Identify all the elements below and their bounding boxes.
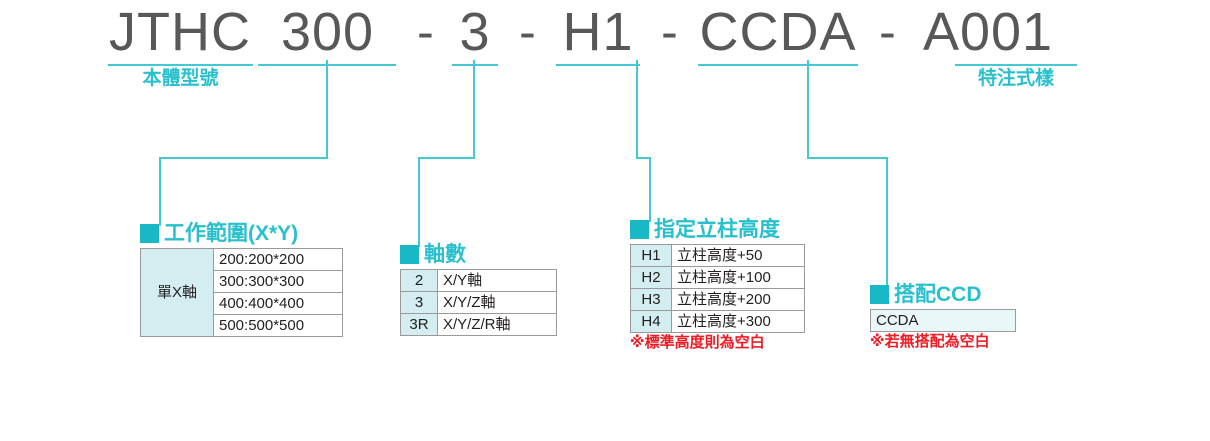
table-work-range: 單X軸 200:200*200 300:300*300 400:400*400 … xyxy=(140,248,343,337)
segment-ccd: CCDA xyxy=(699,2,857,62)
rule-ccd xyxy=(698,64,858,66)
group-column-height: 指定立柱高度 H1 立柱高度+50 H2 立柱高度+100 H3 立柱高度+20… xyxy=(630,218,805,352)
group-ccd-note: ※若無搭配為空白 xyxy=(870,333,990,350)
cell-value: X/Y軸 xyxy=(437,269,557,292)
rule-body-model xyxy=(108,64,253,66)
table-row: 400:400*400 xyxy=(141,292,343,315)
group-ccd-header: 搭配CCD xyxy=(870,283,1016,306)
segment-column-height: H1 xyxy=(562,2,634,62)
connector-axis-count xyxy=(418,60,475,247)
rule-column-height xyxy=(556,64,640,66)
table-row: 500:500*500 xyxy=(141,314,343,337)
square-bullet-icon xyxy=(400,245,419,264)
cell-value: CCDA xyxy=(870,309,1016,332)
group-axis-count-header: 軸數 xyxy=(400,243,557,266)
sublabel-special: 特注式樣 xyxy=(977,68,1054,89)
cell-value: 立柱高度+100 xyxy=(671,266,805,289)
cell-value: 立柱高度+200 xyxy=(671,288,805,311)
segment-body-model: JTHC xyxy=(109,2,251,62)
cell-key: 單X軸 xyxy=(140,248,214,337)
rule-special xyxy=(955,64,1077,66)
square-bullet-icon xyxy=(630,220,649,239)
table-row: 單X軸 200:200*200 xyxy=(140,248,343,337)
table-row: H3 立柱高度+200 xyxy=(630,288,805,311)
cell-key: H2 xyxy=(630,266,672,289)
cell-value: X/Y/Z軸 xyxy=(437,291,557,314)
cell-value: 200:200*200 xyxy=(213,248,343,271)
sublabel-body-model: 本體型號 xyxy=(142,68,219,89)
cell-key: H3 xyxy=(630,288,672,311)
rule-work-range xyxy=(258,64,396,66)
group-axis-count: 軸數 2 X/Y軸 3 X/Y/Z軸 3R X/Y/Z/R軸 xyxy=(400,243,557,336)
cell-value: 立柱高度+50 xyxy=(671,244,805,267)
cell-value: 500:500*500 xyxy=(213,314,343,337)
connector-ccd xyxy=(807,60,888,287)
table-row: CCDA xyxy=(870,309,1016,332)
cell-value: X/Y/Z/R軸 xyxy=(437,313,557,336)
separator-2: - xyxy=(519,4,537,60)
group-column-height-header: 指定立柱高度 xyxy=(630,218,805,241)
table-row: H1 立柱高度+50 xyxy=(630,244,805,267)
separator-3: - xyxy=(661,4,679,60)
cell-key: H1 xyxy=(630,244,672,267)
cell-value: 300:300*300 xyxy=(213,270,343,293)
table-row: H2 立柱高度+100 xyxy=(630,266,805,289)
table-row: 3 X/Y/Z軸 xyxy=(400,291,557,314)
table-column-height: H1 立柱高度+50 H2 立柱高度+100 H3 立柱高度+200 H4 立柱… xyxy=(630,244,805,333)
group-ccd-title: 搭配CCD xyxy=(894,283,982,306)
table-axis-count: 2 X/Y軸 3 X/Y/Z軸 3R X/Y/Z/R軸 xyxy=(400,269,557,336)
group-work-range-title: 工作範圍(X*Y) xyxy=(164,222,299,245)
table-ccd: CCDA xyxy=(870,309,1016,332)
connector-column-height xyxy=(636,60,651,222)
cell-value: 400:400*400 xyxy=(213,292,343,315)
group-column-height-note: ※標準高度則為空白 xyxy=(630,334,765,351)
group-work-range: 工作範圍(X*Y) 單X軸 200:200*200 300:300*300 40… xyxy=(140,222,343,337)
cell-key: 2 xyxy=(400,269,438,292)
group-column-height-title: 指定立柱高度 xyxy=(654,218,780,241)
separator-4: - xyxy=(879,4,897,60)
cell-key: 3 xyxy=(400,291,438,314)
table-row: H4 立柱高度+300 xyxy=(630,310,805,333)
group-work-range-header: 工作範圍(X*Y) xyxy=(140,222,343,245)
square-bullet-icon xyxy=(870,285,889,304)
segment-work-range: 300 xyxy=(280,2,375,62)
square-bullet-icon xyxy=(140,224,159,243)
group-axis-count-title: 軸數 xyxy=(424,243,466,266)
model-number-header: JTHC 本體型號 300 - 3 - H1 - CCDA - A001 特注式… xyxy=(0,2,1210,89)
cell-key: H4 xyxy=(630,310,672,333)
table-row: 300:300*300 xyxy=(141,270,343,293)
group-ccd: 搭配CCD CCDA ※若無搭配為空白 xyxy=(870,283,1016,351)
cell-key: 3R xyxy=(400,313,438,336)
rule-axis-count xyxy=(452,64,498,66)
separator-1: - xyxy=(417,4,435,60)
segment-special: A001 xyxy=(922,2,1054,62)
segment-axis-count: 3 xyxy=(459,2,491,62)
cell-value: 立柱高度+300 xyxy=(671,310,805,333)
table-row: 2 X/Y軸 xyxy=(400,269,557,292)
table-row: 3R X/Y/Z/R軸 xyxy=(400,313,557,336)
connector-work-range xyxy=(159,60,328,226)
